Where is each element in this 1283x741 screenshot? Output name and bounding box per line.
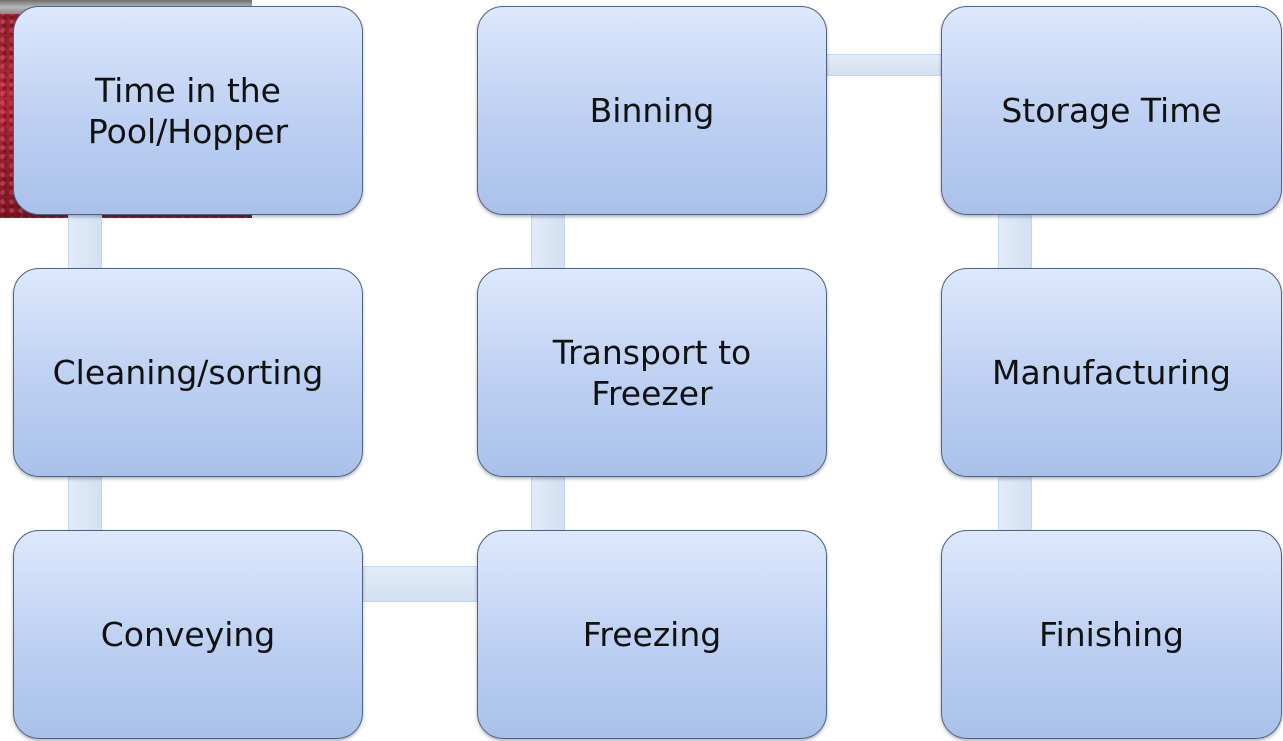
- step-storage-time: Storage Time: [941, 6, 1282, 215]
- step-manufacturing: Manufacturing: [941, 268, 1282, 477]
- step-label: Transport to Freezer: [552, 332, 752, 413]
- step-time-in-pool: Time in the Pool/Hopper: [13, 6, 363, 215]
- step-label: Conveying: [100, 615, 276, 654]
- step-conveying: Conveying: [13, 530, 363, 739]
- step-label: Binning: [589, 91, 715, 130]
- step-label: Finishing: [1039, 615, 1184, 654]
- connector-storage-to-manufacturing: [998, 214, 1032, 272]
- connector-manufacturing-to-finishing: [998, 475, 1032, 533]
- step-label: Time in the Pool/Hopper: [87, 70, 289, 151]
- connector-pool-to-cleaning: [68, 214, 102, 272]
- step-label: Manufacturing: [992, 353, 1231, 392]
- step-label: Storage Time: [1001, 91, 1222, 130]
- connector-cleaning-to-conveying: [68, 475, 102, 533]
- connector-binning-to-storage: [823, 54, 945, 76]
- step-label: Cleaning/sorting: [52, 353, 324, 392]
- connector-transport-to-binning: [531, 214, 565, 272]
- connector-conveying-to-freezing: [360, 566, 482, 602]
- step-freezing: Freezing: [477, 530, 827, 739]
- step-binning: Binning: [477, 6, 827, 215]
- step-transport-to-freezer: Transport to Freezer: [477, 268, 827, 477]
- step-label: Freezing: [582, 615, 722, 654]
- step-finishing: Finishing: [941, 530, 1282, 739]
- step-cleaning-sorting: Cleaning/sorting: [13, 268, 363, 477]
- connector-freezing-to-transport: [531, 475, 565, 533]
